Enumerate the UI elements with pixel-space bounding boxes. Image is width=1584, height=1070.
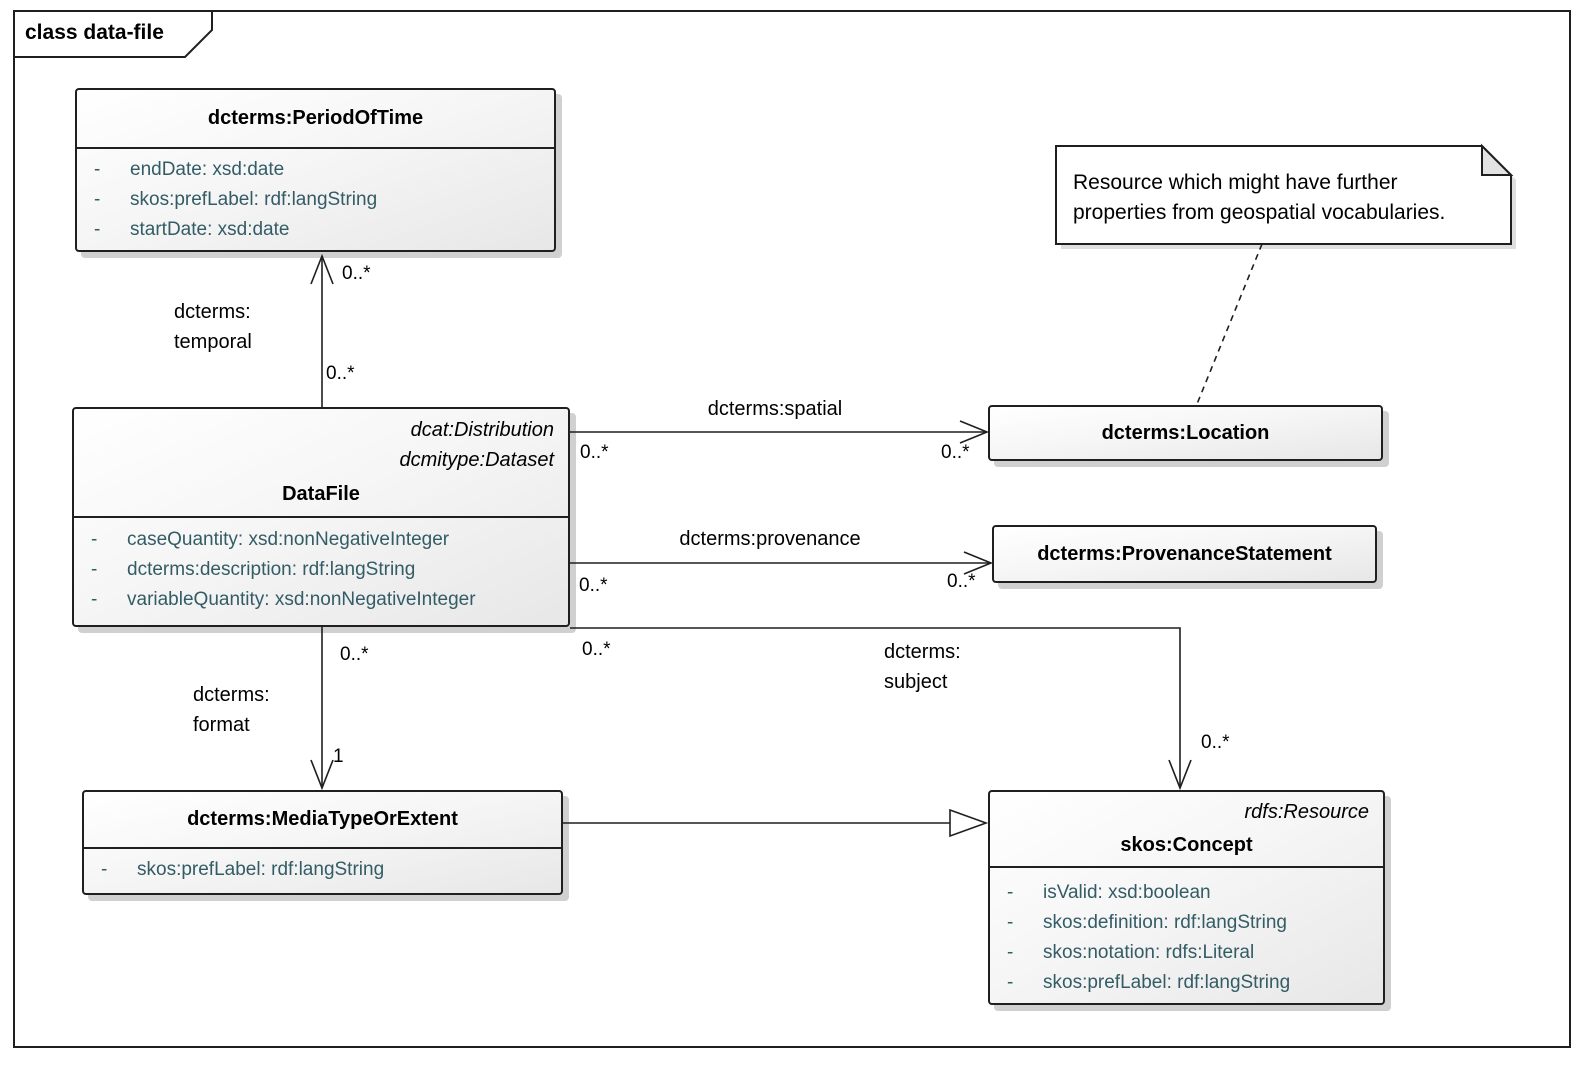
attribute-row: - skos:prefLabel: rdf:langString: [990, 968, 1383, 998]
visibility-marker: -: [1007, 912, 1014, 933]
spatial-target-multiplicity: 0..*: [941, 442, 970, 463]
frame-tab-shape: [13, 10, 213, 58]
attribute-text: skos:notation: rdfs:Literal: [1043, 942, 1255, 963]
provenance-source-multiplicity: 0..*: [579, 575, 608, 596]
class-name: dcterms:ProvenanceStatement: [1037, 543, 1332, 565]
attribute-row: - skos:prefLabel: rdf:langString: [84, 855, 561, 885]
note[interactable]: Resource which might have further proper…: [1050, 140, 1520, 252]
subject-label: dcterms: subject: [884, 641, 961, 693]
attribute-row: - isValid: xsd:boolean: [990, 878, 1383, 908]
note-shape: [1055, 143, 1516, 249]
class-provenance-statement[interactable]: dcterms:ProvenanceStatement: [992, 525, 1377, 583]
diagram-frame: [13, 10, 1571, 1048]
class-period-of-time[interactable]: dcterms:PeriodOfTime - endDate: xsd:date…: [75, 88, 556, 252]
attribute-row: - startDate: xsd:date: [77, 215, 554, 245]
attribute-compartment: - skos:prefLabel: rdf:langString: [84, 849, 561, 885]
attribute-text: endDate: xsd:date: [130, 159, 285, 180]
class-media-type-or-extent[interactable]: dcterms:MediaTypeOrExtent - skos:prefLab…: [82, 790, 563, 895]
spatial-source-multiplicity: 0..*: [580, 442, 609, 463]
attribute-text: skos:prefLabel: rdf:langString: [130, 189, 378, 210]
format-label: dcterms: format: [193, 684, 270, 736]
attribute-text: skos:prefLabel: rdf:langString: [137, 859, 385, 880]
temporal-source-multiplicity: 0..*: [326, 363, 355, 384]
visibility-marker: -: [1007, 972, 1014, 993]
visibility-marker: -: [101, 859, 108, 880]
class-name: skos:Concept: [1120, 834, 1253, 856]
class-name: DataFile: [282, 483, 360, 505]
class-name: dcterms:MediaTypeOrExtent: [187, 808, 458, 830]
class-name: dcterms:PeriodOfTime: [207, 107, 424, 129]
attribute-text: startDate: xsd:date: [130, 219, 290, 240]
diagram-title: class data-file: [25, 21, 164, 44]
attribute-row: - caseQuantity: xsd:nonNegativeInteger: [74, 525, 568, 555]
visibility-marker: -: [1007, 942, 1014, 963]
attribute-row: - skos:notation: rdfs:Literal: [990, 938, 1383, 968]
stereotype: dcat:Distribution: [410, 419, 554, 441]
attribute-text: caseQuantity: xsd:nonNegativeInteger: [127, 529, 450, 550]
stereotype: dcmitype:Dataset: [399, 449, 554, 471]
subject-source-multiplicity: 0..*: [582, 639, 611, 660]
provenance-label: dcterms:provenance: [679, 528, 861, 550]
attribute-text: skos:prefLabel: rdf:langString: [1043, 972, 1291, 993]
temporal-target-multiplicity: 0..*: [342, 263, 371, 284]
attribute-row: - variableQuantity: xsd:nonNegativeInteg…: [74, 585, 568, 615]
attribute-text: dcterms:description: rdf:langString: [127, 559, 416, 580]
stereotype: rdfs:Resource: [1244, 801, 1370, 823]
attribute-compartment: - caseQuantity: xsd:nonNegativeInteger -…: [74, 518, 568, 615]
note-fold-icon: [1481, 143, 1514, 176]
format-source-multiplicity: 0..*: [340, 644, 369, 665]
format-target-multiplicity: 1: [333, 746, 344, 767]
temporal-label: dcterms: temporal: [174, 301, 252, 353]
attribute-row: - endDate: xsd:date: [77, 155, 554, 185]
class-name: dcterms:Location: [1101, 422, 1270, 444]
diagram-frame-tab: class data-file: [13, 10, 225, 60]
visibility-marker: -: [94, 159, 101, 180]
attribute-row: - skos:definition: rdf:langString: [990, 908, 1383, 938]
spatial-label: dcterms:spatial: [707, 398, 843, 420]
visibility-marker: -: [91, 559, 98, 580]
class-data-file[interactable]: dcat:Distribution dcmitype:Dataset DataF…: [72, 407, 570, 627]
attribute-row: - skos:prefLabel: rdf:langString: [77, 185, 554, 215]
visibility-marker: -: [94, 219, 101, 240]
attribute-compartment: - isValid: xsd:boolean - skos:definition…: [990, 868, 1383, 998]
provenance-target-multiplicity: 0..*: [947, 571, 976, 592]
attribute-row: - dcterms:description: rdf:langString: [74, 555, 568, 585]
attribute-compartment: - endDate: xsd:date - skos:prefLabel: rd…: [77, 149, 554, 245]
visibility-marker: -: [1007, 882, 1014, 903]
class-location[interactable]: dcterms:Location: [988, 405, 1383, 461]
visibility-marker: -: [91, 589, 98, 610]
note-text: Resource which might have further proper…: [1073, 171, 1446, 224]
visibility-marker: -: [94, 189, 101, 210]
class-skos-concept[interactable]: rdfs:Resource skos:Concept - isValid: xs…: [988, 790, 1385, 1005]
attribute-text: isValid: xsd:boolean: [1043, 882, 1211, 903]
attribute-text: skos:definition: rdf:langString: [1043, 912, 1287, 933]
attribute-text: variableQuantity: xsd:nonNegativeInteger: [127, 589, 476, 610]
visibility-marker: -: [91, 529, 98, 550]
subject-target-multiplicity: 0..*: [1201, 732, 1230, 753]
